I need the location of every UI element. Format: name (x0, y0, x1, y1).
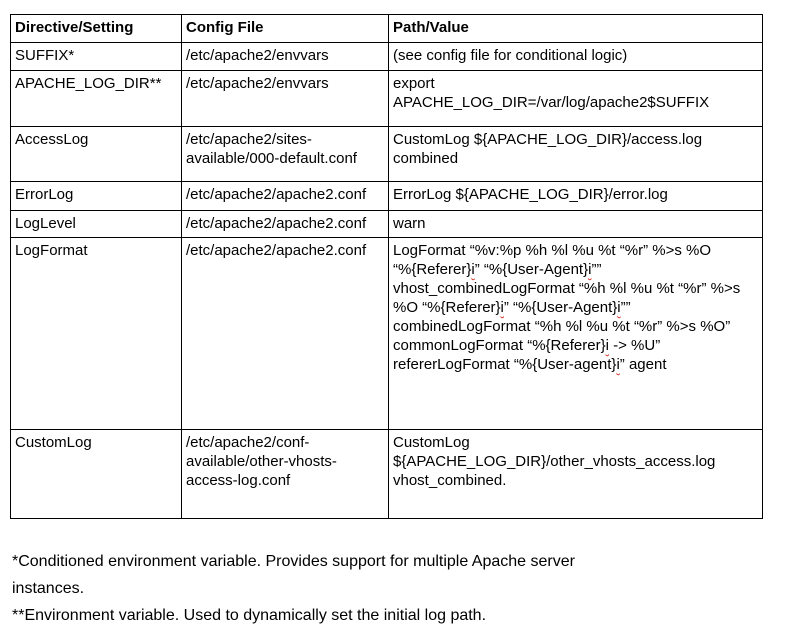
directive-cell: SUFFIX* (10, 42, 182, 71)
directive-cell: APACHE_LOG_DIR** (10, 70, 182, 127)
table-row-accesslog: AccessLog /etc/apache2/sites- available/… (10, 126, 763, 182)
directive-cell: ErrorLog (10, 181, 182, 211)
directive-cell: CustomLog (10, 429, 182, 519)
column-header-config-file: Config File (181, 14, 389, 43)
table-row-customlog: CustomLog /etc/apache2/conf- available/o… (10, 429, 763, 519)
footnote-conditioned-env-var: *Conditioned environment variable. Provi… (12, 553, 575, 597)
footnote-env-var: **Environment variable. Used to dynamica… (12, 607, 487, 624)
config-file-cell: /etc/apache2/sites- available/000-defaul… (181, 126, 389, 182)
path-value-cell: CustomLog ${APACHE_LOG_DIR}/access.log c… (388, 126, 763, 182)
path-value-cell: ErrorLog ${APACHE_LOG_DIR}/error.log (388, 181, 763, 211)
config-file-cell: /etc/apache2/apache2.conf (181, 181, 389, 211)
path-value-cell: (see config file for conditional logic) (388, 42, 763, 71)
path-value-cell: export APACHE_LOG_DIR=/var/log/apache2$S… (388, 70, 763, 127)
config-file-cell: /etc/apache2/envvars (181, 70, 389, 127)
column-header-directive-setting: Directive/Setting (10, 14, 182, 43)
config-file-cell: /etc/apache2/apache2.conf (181, 237, 389, 430)
table-row-loglevel: LogLevel /etc/apache2/apache2.conf warn (10, 210, 763, 238)
directive-cell: LogFormat (10, 237, 182, 430)
directive-cell: AccessLog (10, 126, 182, 182)
config-file-cell: /etc/apache2/conf- available/other-vhost… (181, 429, 389, 519)
footnotes-section: *Conditioned environment variable. Provi… (10, 548, 750, 629)
path-value-cell: warn (388, 210, 763, 238)
path-value-cell: CustomLog ${APACHE_LOG_DIR}/other_vhosts… (388, 429, 763, 519)
table-row-suffix: SUFFIX* /etc/apache2/envvars (see config… (10, 42, 763, 71)
config-file-cell: /etc/apache2/envvars (181, 42, 389, 71)
column-header-path-value: Path/Value (388, 14, 763, 43)
table-row-apache-log-dir: APACHE_LOG_DIR** /etc/apache2/envvars ex… (10, 70, 763, 127)
directive-cell: LogLevel (10, 210, 182, 238)
table-row-errorlog: ErrorLog /etc/apache2/apache2.conf Error… (10, 181, 763, 211)
apache-logging-table: Directive/Setting Config File Path/Value… (10, 14, 763, 519)
table-row-logformat: LogFormat /etc/apache2/apache2.conf LogF… (10, 237, 763, 430)
table-header-row: Directive/Setting Config File Path/Value (10, 14, 763, 43)
config-file-cell: /etc/apache2/apache2.conf (181, 210, 389, 238)
path-value-cell: LogFormat “%v:%p %h %l %u %t “%r” %>s %O… (388, 237, 763, 430)
